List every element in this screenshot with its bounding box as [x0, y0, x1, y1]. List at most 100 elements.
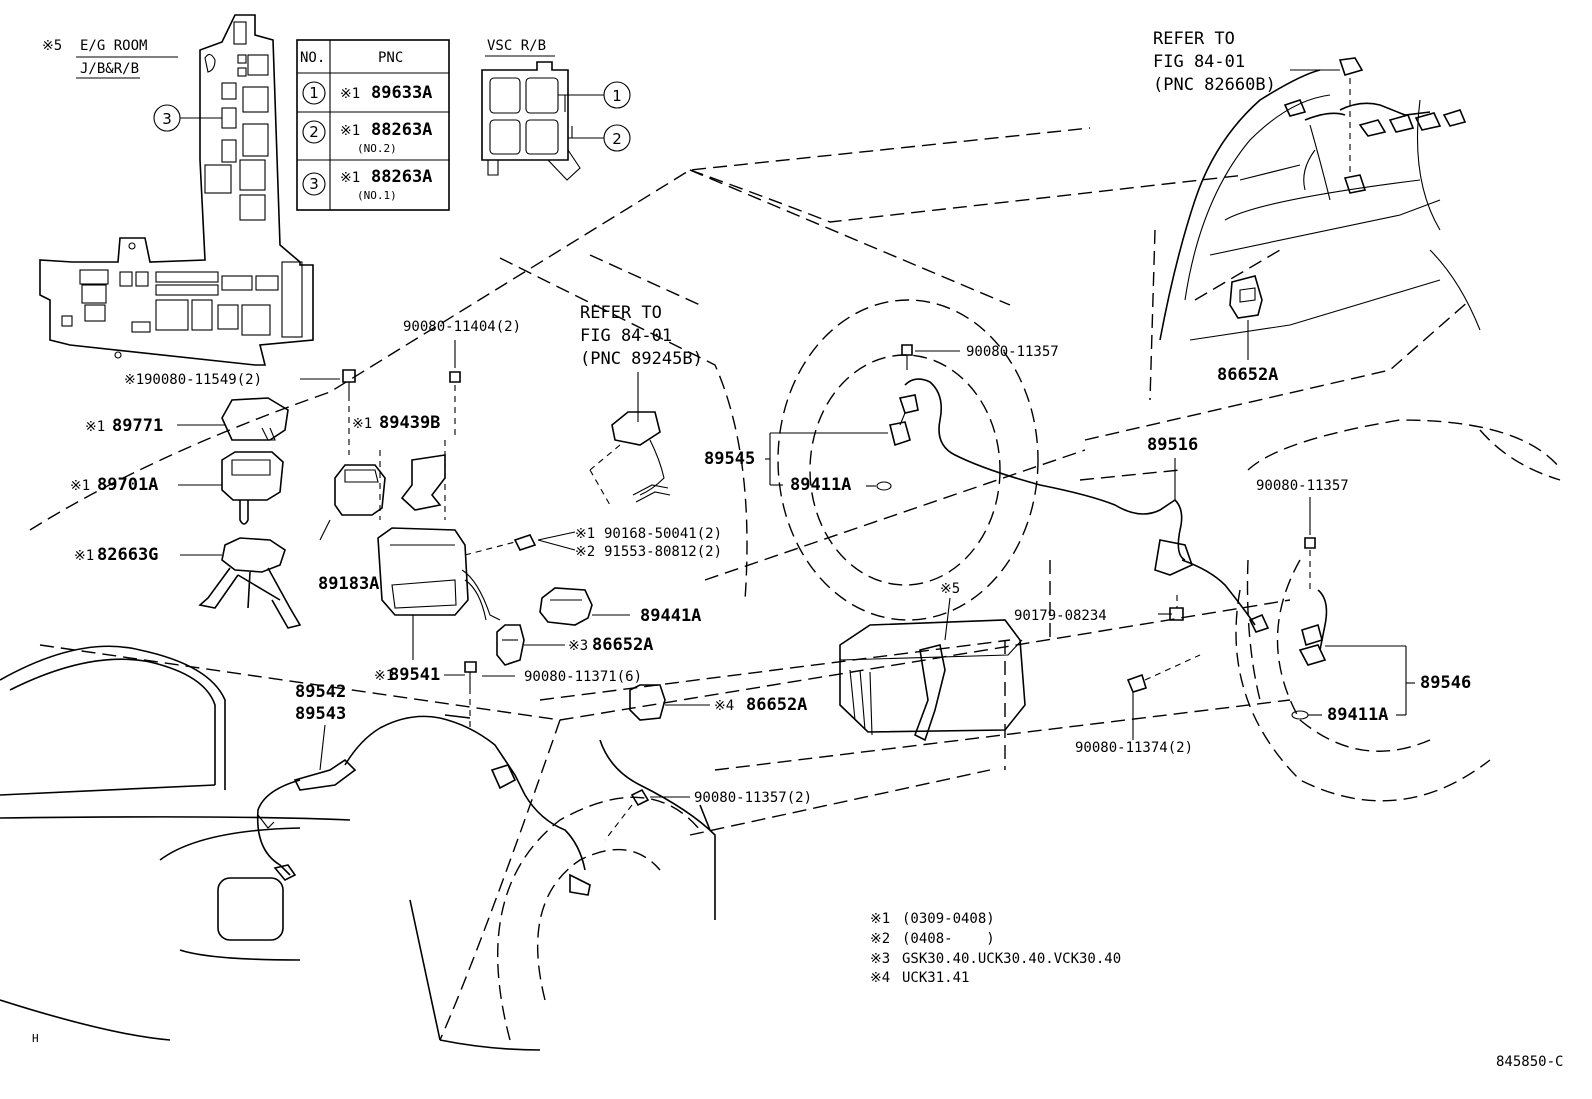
bolt-90080-11357-right-code: 90080-11357: [1256, 478, 1349, 494]
relay-block-note-mark: ※5: [42, 38, 62, 54]
harness-reference: REFER TO FIG 84-01 (PNC 82660B): [1153, 29, 1340, 95]
relay-89183A: 89183A: [318, 464, 386, 594]
relay-86652A-mark4: ※4 86652A: [629, 684, 807, 721]
ecu-ref-line2: FIG 84-01: [580, 326, 672, 346]
note-1-text: (0309-0408): [902, 911, 995, 927]
ecu-89541-mark: ※1: [374, 668, 394, 684]
engine-room-junction-block: ※5: [839, 581, 1026, 742]
figure-id: 845850-C: [1496, 1054, 1563, 1070]
relay-block-label: ※5 E/G ROOM J/B&R/B: [42, 38, 178, 79]
relay-89183A-code: 89183A: [318, 574, 379, 594]
bracket-89439B-mark: ※1: [352, 416, 372, 432]
relay-86652A-4-code: 86652A: [746, 695, 807, 715]
screw-90168-code: 90168-50041(2): [604, 526, 722, 542]
cover-89771: ※1 89771: [85, 397, 289, 441]
ecu-ref-line3: (PNC 89245B): [580, 349, 703, 369]
pnc-row2-code: 88263A: [371, 120, 432, 140]
vsc-rb-title: VSC R/B: [487, 38, 546, 54]
dashboard-inset: 86652A: [1159, 57, 1481, 385]
relay-89701A: ※1 89701A: [70, 451, 284, 525]
pnc-row2-sub: (NO.2): [357, 142, 397, 155]
cover-89771-mark: ※1: [85, 419, 105, 435]
sensor-89546: 89546 89411A: [1291, 589, 1471, 725]
sensor-89545-code: 89545: [704, 449, 755, 469]
corner-mark: H: [32, 1032, 39, 1045]
cover-89771-code: 89771: [112, 416, 163, 436]
junction-block-mark: ※5: [940, 581, 960, 597]
ecu-harness-reference: REFER TO FIG 84-01 (PNC 89245B): [580, 303, 703, 422]
relay-86652A-4-mark: ※4: [714, 698, 734, 714]
bolt-90080-11549-code: 90080-11549(2): [144, 372, 262, 388]
front-speed-sensor-89542-89543: 89542 89543: [256, 682, 591, 896]
harness-89516-code: 89516: [1147, 435, 1198, 455]
bolt-90080-11374-code: 90080-11374(2): [1075, 740, 1193, 756]
vsc-callout-2: 2: [612, 130, 622, 148]
bolt-90080-11374: 90080-11374(2): [1075, 654, 1201, 756]
pnc-row1-mark: ※1: [340, 86, 360, 102]
ecu-connector: [589, 411, 671, 506]
bolt-90080-11404-code: 90080-11404(2): [403, 319, 521, 335]
bolt-90080-11404: 90080-11404(2): [403, 319, 521, 383]
harness-ref-line2: FIG 84-01: [1153, 52, 1245, 72]
harness-89516: 89516: [1147, 435, 1198, 500]
pnc-row3-mark: ※1: [340, 170, 360, 186]
relay-89701A-mark: ※1: [70, 478, 90, 494]
note-1-mark: ※1: [870, 911, 890, 927]
rotor-89411A-front-code: 89411A: [790, 475, 851, 495]
note-2-mark: ※2: [870, 931, 890, 947]
note-3-mark: ※3: [870, 951, 890, 967]
ecu-ref-line1: REFER TO: [580, 303, 662, 323]
screw-91553-code: 91553-80812(2): [604, 544, 722, 560]
harness-ref-line3: (PNC 82660B): [1153, 75, 1276, 95]
bracket-89439B: ※1 89439B: [352, 385, 456, 520]
relay-89701A-code: 89701A: [97, 475, 158, 495]
screw-90168-mark: ※1: [575, 526, 595, 542]
pnc-row3-code: 88263A: [371, 167, 432, 187]
relay-86652A-3-code: 86652A: [592, 635, 653, 655]
relay-86652A-mark3: ※3 86652A: [496, 624, 653, 666]
ecu-89541: ※1 89541: [374, 527, 501, 685]
vsc-relay-block: VSC R/B 1 2: [481, 38, 631, 181]
nut-90179-08234: 90179-08234: [1014, 595, 1184, 624]
rear-sensor-89545-harness: 89545 89411A: [704, 378, 1270, 633]
bolt-90080-11357-2x-code: 90080-11357(2): [694, 790, 812, 806]
bolt-90080-11371: 90080-11371(6): [464, 661, 642, 730]
sensor-89543-code: 89543: [295, 704, 346, 724]
pnc-table-header-no: NO.: [300, 50, 325, 66]
bolt-90080-11549: ※1 90080-11549(2): [124, 369, 356, 455]
bracket-82663G-code: 82663G: [97, 545, 158, 565]
callout-3-label: 3: [162, 110, 172, 128]
harness-ref-line1: REFER TO: [1153, 29, 1235, 49]
pnc-table: NO. PNC 1 ※1 89633A 2 ※1 88263A (NO.2) 3…: [296, 39, 450, 211]
pnc-row2-mark: ※1: [340, 123, 360, 139]
vehicle-outline: [29, 127, 1561, 1041]
pnc-row2-no: 2: [309, 123, 319, 141]
ecu-89541-code: 89541: [389, 665, 440, 685]
bolt-90080-11357-right: 90080-11357: [1256, 478, 1349, 590]
sensor-89546-code: 89546: [1420, 673, 1471, 693]
bolt-90080-11357-upper-code: 90080-11357: [966, 344, 1059, 360]
pnc-row1-no: 1: [309, 84, 319, 102]
relay-89441A: 89441A: [539, 587, 701, 626]
note-4-text: UCK31.41: [902, 970, 969, 986]
sensor-89542-code: 89542: [295, 682, 346, 702]
relay-block-title-line2: J/B&R/B: [80, 61, 139, 77]
front-bumper-outline: [0, 645, 716, 1051]
screw-90168-91553: ※1 90168-50041(2) ※2 91553-80812(2): [464, 526, 722, 560]
callout-3-relay-block: 3: [153, 104, 222, 132]
bolt-90080-11357-2x: 90080-11357(2): [604, 788, 812, 841]
note-2-text: (0408- ): [902, 931, 995, 947]
pnc-row3-sub: (NO.1): [357, 189, 397, 202]
vsc-callout-1: 1: [612, 87, 622, 105]
note-4-mark: ※4: [870, 970, 890, 986]
screw-91553-mark: ※2: [575, 544, 595, 560]
footnotes: ※1 (0309-0408) ※2 (0408- ) ※3 GSK30.40.U…: [870, 911, 1121, 986]
bracket-89439B-code: 89439B: [379, 413, 440, 433]
bracket-82663G: ※1 82663G: [74, 537, 302, 629]
relay-block-title-line1: E/G ROOM: [80, 38, 147, 54]
pnc-row1-code: 89633A: [371, 83, 432, 103]
pnc-row3-no: 3: [309, 175, 319, 193]
note-3-text: GSK30.40.UCK30.40.VCK30.40: [902, 951, 1121, 967]
relay-86652A-top-code: 86652A: [1217, 365, 1278, 385]
